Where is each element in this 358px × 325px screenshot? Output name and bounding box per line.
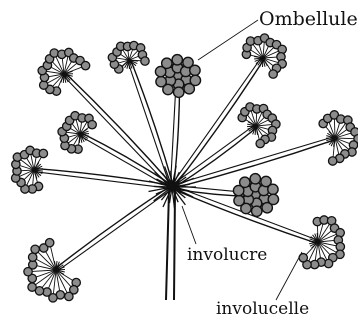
- umbellet-bottom-right: [299, 216, 344, 269]
- flower: [65, 292, 73, 300]
- main-stalk: [166, 191, 169, 300]
- umbellet-mid-left: [58, 112, 96, 154]
- ray: [65, 73, 173, 186]
- flower: [240, 177, 250, 187]
- flower: [39, 149, 47, 157]
- flower: [162, 58, 172, 68]
- flower: [156, 76, 166, 86]
- umbellet-bottom-left: [24, 239, 81, 303]
- umbel-hub: [168, 183, 176, 191]
- flower: [190, 75, 200, 85]
- flower: [328, 157, 336, 165]
- flower: [28, 283, 36, 291]
- involucre-leader: [182, 206, 196, 244]
- ray-edge: [57, 188, 173, 271]
- involucel-label: involucelle: [216, 299, 309, 319]
- flower: [81, 61, 89, 69]
- umbellet-top-cluster: [155, 55, 200, 98]
- umbellet-top-right: [242, 34, 286, 78]
- flower: [141, 57, 149, 65]
- flower: [250, 174, 260, 184]
- umbellet-center-right: [233, 174, 278, 217]
- flower: [88, 120, 96, 128]
- umbellet-right: [319, 111, 358, 165]
- flower: [174, 87, 184, 97]
- ray-edge: [79, 135, 171, 188]
- umbellet-top-center: [108, 41, 149, 73]
- flower: [28, 253, 36, 261]
- flower: [190, 65, 200, 75]
- umbellet-top-left: [38, 48, 90, 95]
- ray: [55, 186, 171, 269]
- flower: [269, 70, 277, 78]
- umbellet-label: Ombellule: [259, 8, 358, 30]
- flower: [172, 55, 182, 65]
- flower: [252, 206, 262, 216]
- ray-edge: [34, 172, 172, 189]
- flower: [234, 195, 244, 205]
- flower: [268, 184, 278, 194]
- involucre-label: involucre: [187, 245, 267, 265]
- umbellet-mid-right: [238, 103, 280, 148]
- flower: [268, 194, 278, 204]
- flower: [256, 139, 264, 147]
- flower: [31, 245, 39, 253]
- involucel-leader: [276, 252, 302, 300]
- flower: [45, 239, 53, 247]
